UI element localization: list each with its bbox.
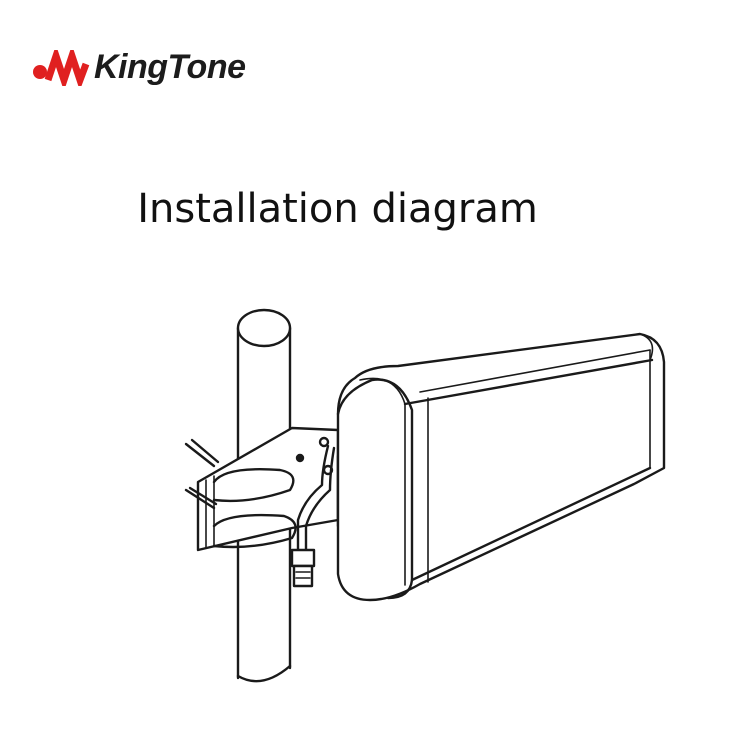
brand-name: KingTone (94, 48, 246, 86)
diagram-title: Installation diagram (137, 186, 538, 232)
log-periodic-antenna (336, 332, 666, 602)
brand-logo: KingTone (30, 48, 246, 87)
kingtone-logo-icon (33, 49, 90, 86)
mounting-bracket (184, 426, 340, 552)
